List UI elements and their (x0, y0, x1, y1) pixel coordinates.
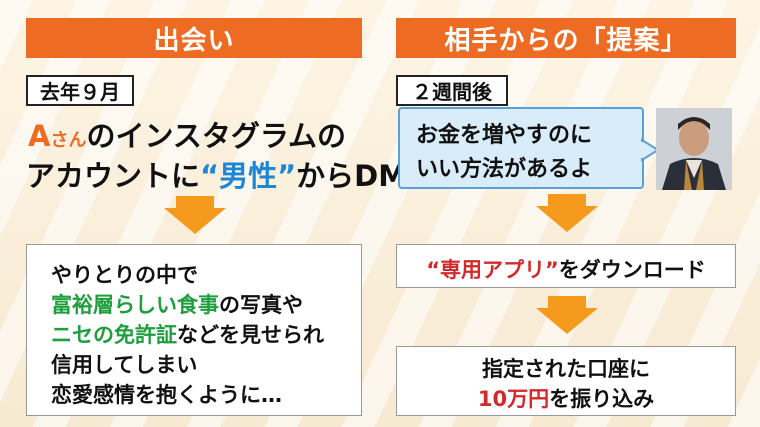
transfer-box: 指定された口座に 10万円を振り込み (396, 346, 736, 416)
transfer-line-2: 10万円を振り込み (397, 383, 735, 413)
story-line-1: やりとりの中で (51, 263, 198, 287)
speech-bubble: お金を増やすのに いい方法があるよ (398, 107, 644, 189)
story-line-3-rest: などを見せられ (177, 323, 324, 347)
right-time-tag: ２週間後 (396, 75, 508, 106)
right-header-text: 相手からの「提案」 (444, 25, 688, 56)
transfer-line-1: 指定された口座に (482, 357, 650, 381)
left-line-2-post: からDM (296, 159, 408, 193)
right-time-text: ２週間後 (412, 80, 492, 104)
left-header-text: 出会い (153, 25, 235, 56)
person-a-honorific: さん (50, 130, 87, 151)
story-line-2: 富裕層らしい食事の写真や (51, 289, 303, 319)
left-story-box: やりとりの中で 富裕層らしい食事の写真や ニセの免許証などを見せられ 信用してし… (26, 244, 362, 416)
bubble-line-1: お金を増やすのに (416, 123, 593, 148)
dedicated-app-highlight: “専用アプリ” (426, 258, 559, 282)
male-highlight: “男性” (200, 159, 297, 193)
left-date-tag: 去年９月 (26, 75, 134, 106)
left-line-1: Aさんのインスタグラムの (28, 116, 346, 161)
story-line-2-rest: の写真や (219, 293, 303, 317)
left-date-text: 去年９月 (40, 80, 120, 104)
story-line-4: 信用してしまい (51, 353, 198, 377)
bubble-tail (640, 138, 660, 162)
left-line-2: アカウントに“男性”からDM (26, 156, 407, 196)
left-line-2-pre: アカウントに (26, 159, 201, 193)
transfer-line-2-rest: を振り込み (549, 387, 655, 411)
story-line-3: ニセの免許証などを見せられ (51, 319, 324, 349)
left-down-arrow-icon (164, 196, 226, 234)
right-down-arrow-2-icon (536, 296, 598, 334)
man-avatar-icon (656, 108, 732, 190)
left-header: 出会い (26, 18, 362, 58)
app-download-rest: をダウンロード (558, 258, 706, 282)
bubble-line-2: いい方法があるよ (416, 157, 593, 182)
right-header: 相手からの「提案」 (396, 18, 736, 58)
rich-meal-highlight: 富裕層らしい食事 (51, 293, 219, 317)
app-download-box: “専用アプリ”をダウンロード (396, 244, 736, 288)
right-down-arrow-1-icon (536, 194, 598, 232)
person-a-letter: A (28, 119, 51, 153)
story-line-5: 恋愛感情を抱くように… (51, 383, 282, 407)
left-line-1-rest: のインスタグラムの (86, 119, 347, 153)
app-download-line: “専用アプリ”をダウンロード (397, 254, 735, 284)
amount-highlight: 10万円 (477, 387, 550, 411)
fake-license-highlight: ニセの免許証 (51, 323, 177, 347)
